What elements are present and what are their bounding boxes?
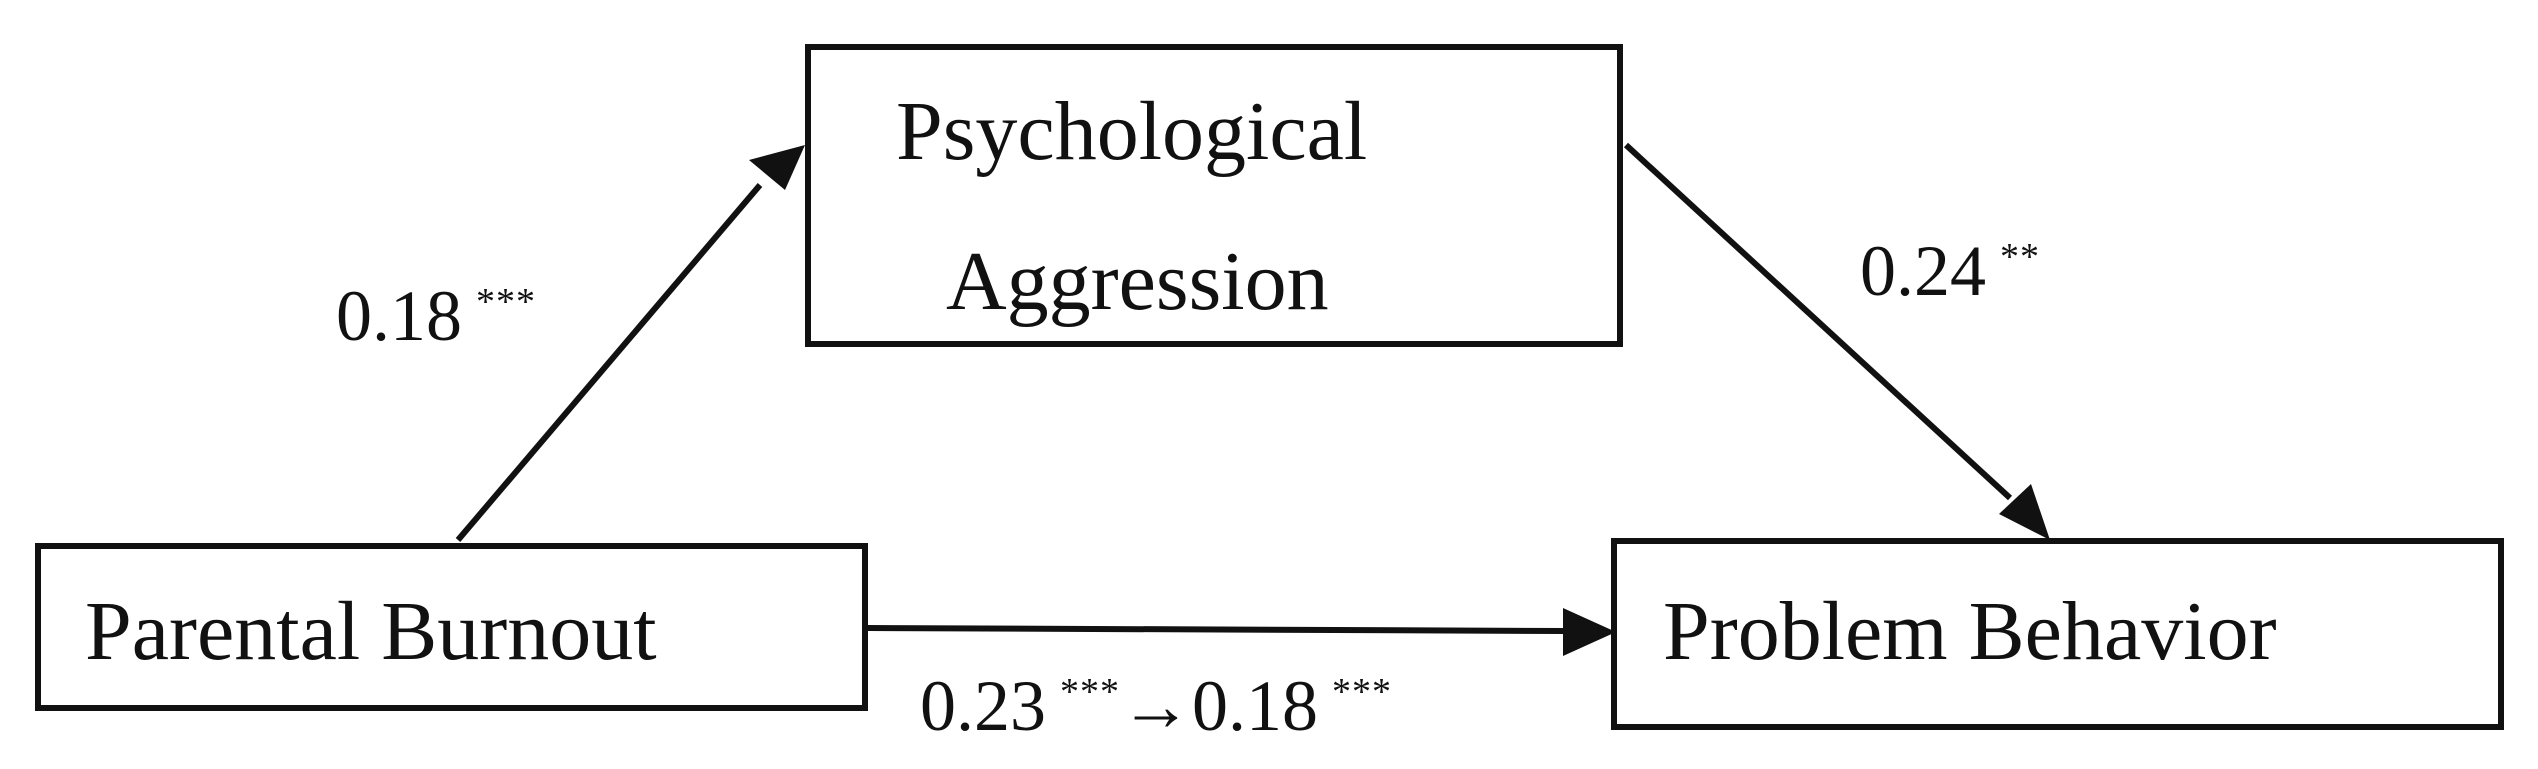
path-a-line — [455, 183, 763, 542]
mediator-label-line1: Psychological — [896, 85, 1368, 178]
path-b-coefficient: 0.24** — [1860, 235, 2040, 307]
path-b-value: 0.24 — [1860, 231, 1986, 311]
path-c-total-value: 0.23 — [920, 666, 1046, 746]
mediator-box — [805, 44, 1623, 347]
outcome-label: Problem Behavior — [1663, 585, 2277, 678]
path-c-line — [867, 625, 1566, 634]
outcome-box — [1611, 538, 2504, 730]
path-c-coefficient: 0.23***→0.18*** — [920, 670, 1392, 742]
path-a-coefficient: 0.18*** — [336, 280, 536, 352]
path-b-line — [1623, 142, 2013, 501]
path-a-arrowhead — [749, 145, 805, 190]
path-c-arrowhead — [1563, 608, 1616, 656]
path-c-total-significance: *** — [1060, 671, 1120, 713]
path-a-value: 0.18 — [336, 276, 462, 356]
mediator-label-line2: Aggression — [946, 235, 1329, 328]
path-c-direct-significance: *** — [1332, 671, 1392, 713]
path-a-significance: *** — [476, 281, 536, 323]
path-b-arrowhead — [1999, 484, 2050, 540]
path-c-change-arrow: → — [1120, 666, 1192, 746]
predictor-box — [35, 543, 868, 711]
path-c-direct-value: 0.18 — [1192, 666, 1318, 746]
path-b-significance: ** — [2000, 236, 2040, 278]
predictor-label: Parental Burnout — [85, 585, 657, 678]
